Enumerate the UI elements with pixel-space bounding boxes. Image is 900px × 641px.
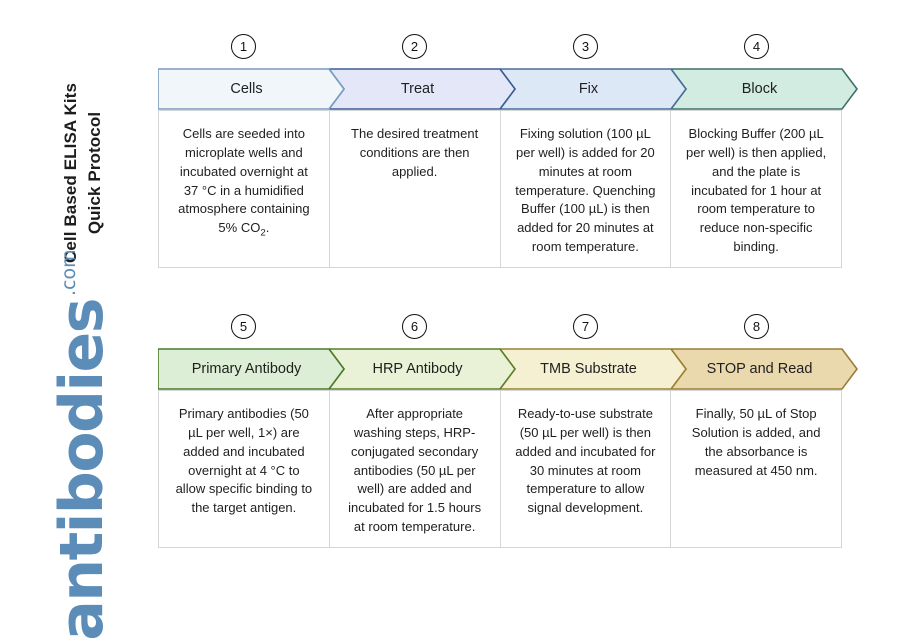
step-description-text: Cells are seeded into microplate wells a… [172,125,316,241]
protocol-row-2: 5 6 7 8 Primary Antibody HRP Antibody TMB Sub… [158,310,858,548]
step-label: Block [741,81,778,97]
step-number-cell: 2 [329,30,500,62]
step-label: HRP Antibody [372,361,463,377]
step-description-text: The desired treatment conditions are the… [351,126,479,179]
page-title-line2: Quick Protocol [84,111,104,235]
step-label: Fix [578,81,599,97]
step-number-badge: 3 [573,33,598,59]
step-description-cell: Ready-to-use substrate (50 µL per well) … [499,390,671,548]
chevron-shape [158,68,345,110]
step-description-main: Cells are seeded into microplate wells a… [178,126,310,236]
step-chevron[interactable]: Cells [158,68,345,110]
step-chevron[interactable]: TMB Substrate [500,348,687,390]
step-chevron[interactable]: HRP Antibody [329,348,516,390]
step-label: TMB Substrate [540,361,637,377]
step-number-strip-2: 5 6 7 8 [158,310,842,342]
step-number-badge: 8 [744,313,769,339]
step-number-cell: 6 [329,310,500,342]
step-description-subscript: 2 [260,227,266,239]
step-description-cell: Cells are seeded into microplate wells a… [158,110,329,268]
brand-logo: antibodies .com [10,249,117,640]
brand-logo-suffix: .com [58,249,80,297]
step-label: Primary Antibody [191,361,302,377]
step-description-cell: Blocking Buffer (200 µL per well) is the… [670,110,842,268]
step-number-cell: 4 [671,30,842,62]
step-number-strip-1: 1 2 3 4 [158,30,842,62]
brand-logo-word: antibodies [46,299,117,641]
chevron-shape [158,348,345,390]
step-chevron[interactable]: STOP and Read [671,348,858,390]
step-label: STOP and Read [706,361,813,377]
step-chevron[interactable]: Block [671,68,858,110]
left-rail: Cell Based ELISA Kits Quick Protocol ant… [0,0,150,641]
step-description-text: Fixing solution (100 µL per well) is add… [515,126,656,255]
protocol-row-1: 1 2 3 4 Cells Treat Fix Block Cells are seeded… [158,30,858,268]
step-description-text: Primary antibodies (50 µL per well, 1×) … [175,406,313,516]
step-chevron[interactable]: Fix [500,68,687,110]
step-description-cell: The desired treatment conditions are the… [328,110,500,268]
step-number-cell: 3 [500,30,671,62]
step-chevron[interactable]: Primary Antibody [158,348,345,390]
step-number-badge: 6 [402,313,427,339]
step-description-cell: Primary antibodies (50 µL per well, 1×) … [158,390,329,548]
step-number-cell: 5 [158,310,329,342]
step-number-badge: 5 [231,313,256,339]
step-number-cell: 1 [158,30,329,62]
chevron-band-2: Primary Antibody HRP Antibody TMB Substrat… [158,348,858,390]
chevron-band-1: Cells Treat Fix Block [158,68,858,110]
step-number-badge: 1 [231,33,256,59]
step-description-cell: Fixing solution (100 µL per well) is add… [499,110,671,268]
step-description-cell: After appropriate washing steps, HRP-con… [328,390,500,548]
step-description-text: Blocking Buffer (200 µL per well) is the… [686,126,827,255]
step-chevron[interactable]: Treat [329,68,516,110]
description-strip-2: Primary antibodies (50 µL per well, 1×) … [158,390,842,548]
step-number-cell: 7 [500,310,671,342]
step-number-badge: 2 [402,33,427,59]
step-description-text: After appropriate washing steps, HRP-con… [348,406,482,535]
description-strip-1: Cells are seeded into microplate wells a… [158,110,842,268]
step-description-tail: . [265,220,270,236]
page-title-line1: Cell Based ELISA Kits [61,82,81,264]
step-description-cell: Finally, 50 µL of Stop Solution is added… [670,390,842,548]
step-description-text: Finally, 50 µL of Stop Solution is added… [691,406,821,478]
step-label: Cells [230,81,263,97]
step-number-badge: 7 [573,313,598,339]
step-description-text: Ready-to-use substrate (50 µL per well) … [515,406,656,516]
step-label: Treat [400,81,435,97]
step-number-cell: 8 [671,310,842,342]
step-number-badge: 4 [744,33,769,59]
